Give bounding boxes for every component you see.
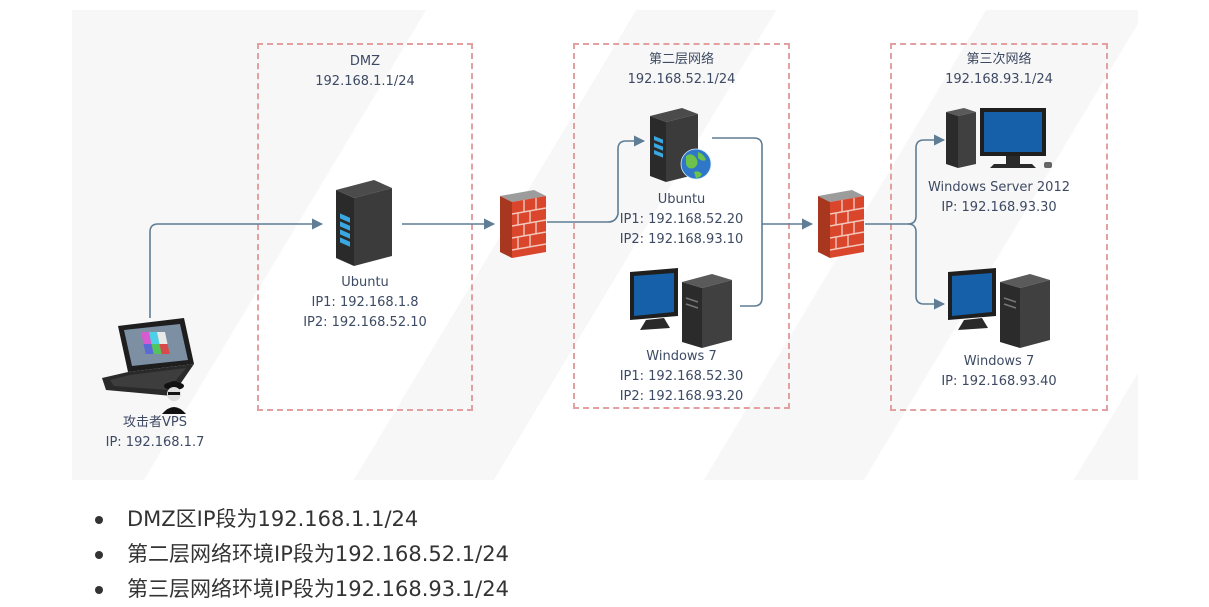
node-ip: IP2: 192.168.93.10 [619, 232, 744, 247]
node-name: Windows 7 [646, 349, 717, 364]
node-name: Windows 7 [963, 354, 1035, 369]
desktop-pc-icon [630, 268, 732, 348]
zone-layer2-label: 第二层网络 192.168.52.1/24 [573, 50, 790, 90]
node-ip: IP: 192.168.93.40 [941, 374, 1057, 389]
link-attacker-dmz [149, 218, 324, 318]
laptop-icon [102, 318, 194, 414]
node-name: 攻击者VPS [123, 415, 187, 430]
node-ip: IP: 192.168.1.7 [105, 435, 205, 450]
node-ip: IP1: 192.168.1.8 [311, 295, 419, 310]
node-ip: IP1: 192.168.52.20 [619, 212, 744, 227]
network-diagram: DMZ 192.168.1.1/24 第二层网络 192.168.52.1/24… [72, 10, 1138, 480]
node-l2-ubuntu: Ubuntu IP1: 192.168.52.20 IP2: 192.168.9… [573, 190, 790, 250]
zone-layer2 [573, 43, 790, 409]
node-ip: IP1: 192.168.52.30 [619, 369, 744, 384]
zone-dmz [257, 43, 473, 411]
zone-name: 第二层网络 [648, 52, 714, 67]
firewall-icon [818, 190, 865, 258]
list-item: 第二层网络环境IP段为192.168.52.1/24 [95, 537, 509, 572]
node-l3-win7: Windows 7 IP: 192.168.93.40 [890, 352, 1108, 392]
server-icon [336, 180, 392, 266]
link-ubuntu-firewall2 [712, 137, 814, 230]
zone-dmz-label: DMZ 192.168.1.1/24 [257, 52, 473, 92]
connection-lines [149, 134, 946, 318]
link-to-win2012 [907, 134, 946, 225]
desktop-pc-icon [946, 108, 1052, 168]
node-attacker: 攻击者VPS IP: 192.168.1.7 [72, 413, 238, 453]
node-l2-win7: Windows 7 IP1: 192.168.52.30 IP2: 192.16… [573, 347, 790, 407]
list-item: 第三层网络环境IP段为192.168.93.1/24 [95, 572, 509, 607]
node-name: Ubuntu [341, 275, 389, 290]
node-dmz-ubuntu: Ubuntu IP1: 192.168.1.8 IP2: 192.168.52.… [257, 273, 473, 333]
node-win2012: Windows Server 2012 IP: 192.168.93.30 [890, 178, 1108, 218]
zone-name: DMZ [349, 54, 381, 69]
web-server-icon [650, 108, 712, 182]
list-item: DMZ区IP段为192.168.1.1/24 [95, 502, 509, 537]
node-ip: IP: 192.168.93.30 [941, 200, 1057, 215]
node-name: Ubuntu [657, 192, 706, 207]
node-ip: IP2: 192.168.93.20 [619, 389, 744, 404]
notes-list: DMZ区IP段为192.168.1.1/24 第二层网络环境IP段为192.16… [95, 502, 509, 607]
link-win7-firewall2 [740, 224, 763, 307]
zone-subnet: 192.168.93.1/24 [945, 72, 1053, 87]
zone-subnet: 192.168.1.1/24 [315, 74, 415, 89]
zone-name: 第三次网络 [966, 52, 1032, 67]
zone-subnet: 192.168.52.1/24 [627, 72, 736, 87]
link-to-l3-win7 [907, 223, 946, 310]
firewall-icon [500, 190, 547, 258]
zone-layer3-label: 第三次网络 192.168.93.1/24 [890, 50, 1108, 90]
node-ip: IP2: 192.168.52.10 [303, 315, 427, 330]
zone-layer3 [890, 43, 1108, 411]
link-firewall1-ubuntu [547, 135, 646, 223]
node-name: Windows Server 2012 [927, 180, 1070, 195]
desktop-pc-icon [948, 268, 1050, 348]
